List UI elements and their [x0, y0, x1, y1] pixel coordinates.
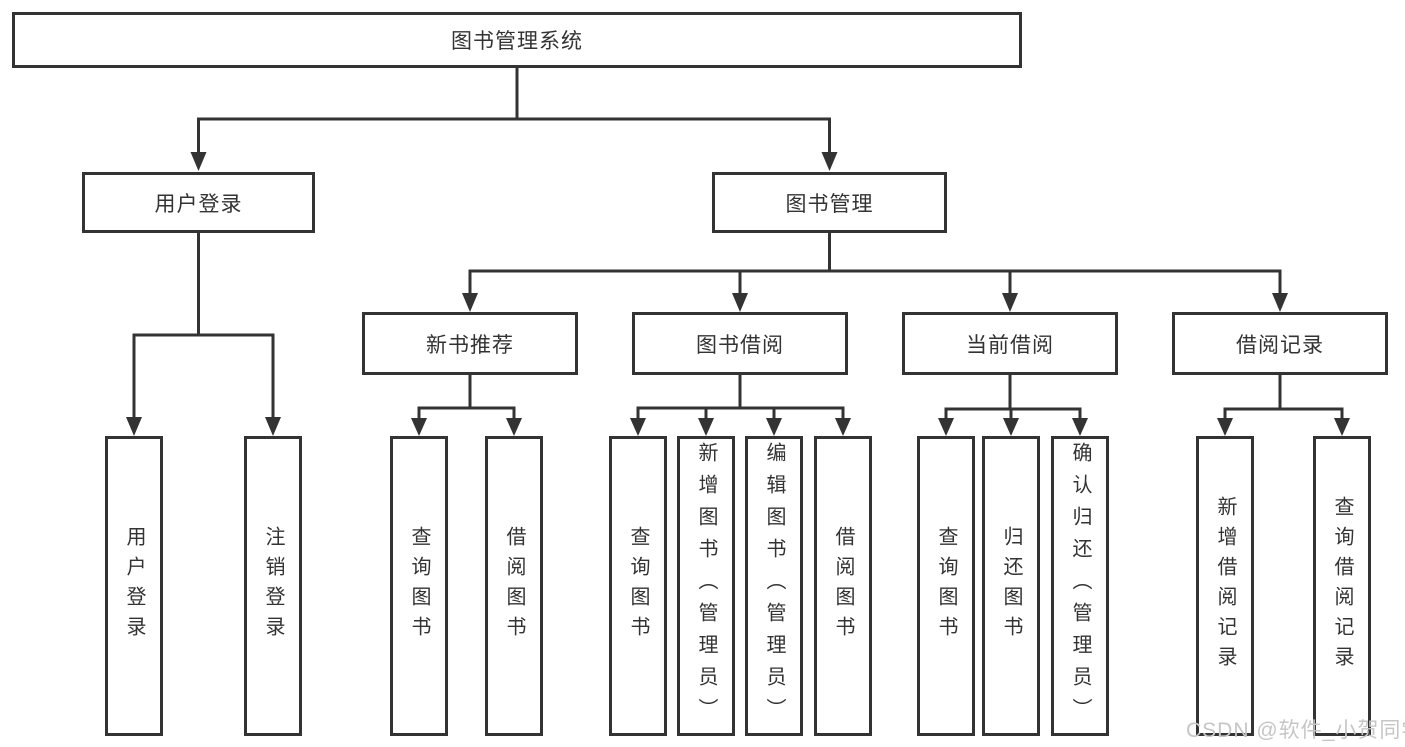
- leaf-confirm-return-admin: 确认归还（管理员）: [1051, 436, 1109, 736]
- node-current-borrowing: 当前借阅: [902, 312, 1118, 375]
- connector-borrowing-records: [1217, 375, 1350, 436]
- leaf-borrow-books-recommend: 借阅图书: [485, 436, 543, 736]
- leaf-borrow-books-borrowing: 借阅图书: [814, 436, 872, 736]
- leaf-logout: 注销登录: [244, 436, 302, 736]
- leaf-add-borrow-record: 新增借阅记录: [1196, 436, 1254, 736]
- node-new-book-recommendation: 新书推荐: [362, 312, 578, 375]
- node-library-management-system: 图书管理系统: [12, 12, 1022, 68]
- node-borrowing-records: 借阅记录: [1172, 312, 1388, 375]
- connector-current-borrowing: [938, 375, 1088, 436]
- csdn-watermark: CSDN @软件_小贺同学: [1186, 719, 1405, 742]
- leaf-query-borrow-record: 查询借阅记录: [1313, 436, 1371, 736]
- connector-user-login: [126, 233, 281, 436]
- leaf-add-books-admin: 新增图书（管理员）: [677, 436, 735, 736]
- leaf-edit-books-admin: 编辑图书（管理员）: [745, 436, 803, 736]
- connector-book-management: [462, 233, 1288, 312]
- connector-new-book-recommendation: [411, 375, 522, 436]
- leaf-query-books-borrowing: 查询图书: [609, 436, 667, 736]
- leaf-return-books: 归还图书: [982, 436, 1040, 736]
- leaf-user-login: 用户登录: [105, 436, 163, 736]
- node-book-borrowing: 图书借阅: [632, 312, 848, 375]
- connector-root: [190, 68, 838, 171]
- connector-book-borrowing: [630, 375, 851, 436]
- leaf-query-books-current: 查询图书: [917, 436, 975, 736]
- leaf-query-books-recommend: 查询图书: [390, 436, 448, 736]
- node-book-management: 图书管理: [712, 172, 947, 233]
- node-user-login: 用户登录: [82, 172, 315, 233]
